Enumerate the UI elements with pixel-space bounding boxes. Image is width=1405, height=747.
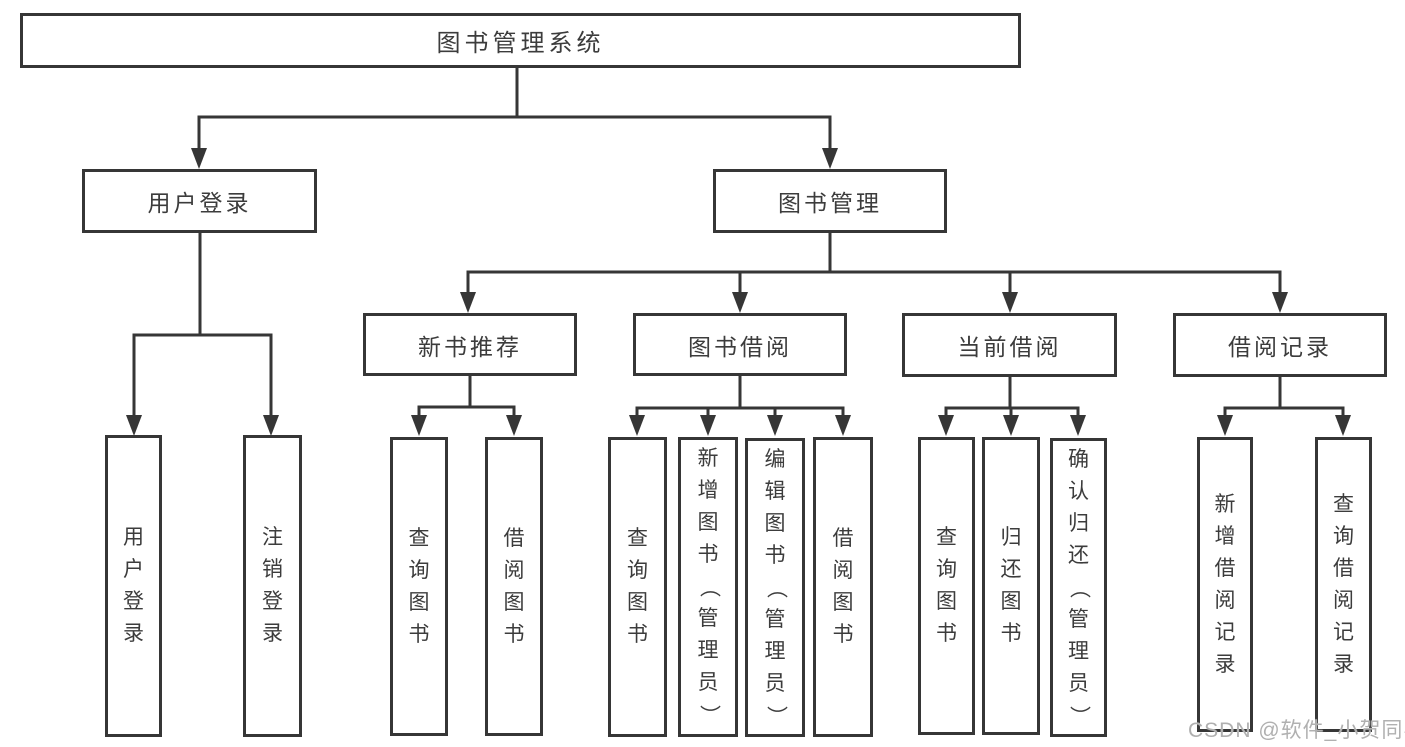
arrowhead (1217, 415, 1233, 436)
leaf-borrow-books-recommend: 借阅图书 (485, 437, 543, 736)
arrowhead (126, 415, 142, 436)
leaf-add-books-admin: 新增图书（管理员） (678, 437, 738, 737)
node-book-borrowing: 图书借阅 (633, 313, 847, 376)
leaf-query-books-current: 查询图书 (918, 437, 975, 735)
leaf-label: 归还图书 (1000, 526, 1022, 645)
arrowhead (629, 415, 645, 436)
arrowhead (506, 415, 522, 436)
arrowhead (767, 415, 783, 436)
arrowhead (191, 148, 207, 169)
node-library-management-system: 图书管理系统 (20, 13, 1021, 68)
leaf-label: 借阅图书 (832, 527, 854, 646)
leaf-label: 用户登录 (123, 526, 144, 645)
leaf-label: 查询图书 (936, 526, 957, 645)
leaf-edit-books-admin: 编辑图书（管理员） (745, 438, 805, 737)
arrowhead (822, 148, 838, 169)
leaf-label: 新增借阅记录 (1214, 492, 1236, 676)
node-borrowing-records: 借阅记录 (1173, 313, 1387, 377)
arrowhead (1003, 415, 1019, 436)
leaf-add-borrow-record: 新增借阅记录 (1197, 437, 1253, 732)
leaf-query-books-borrowing: 查询图书 (608, 437, 667, 737)
leaf-label: 确认归还（管理员） (1067, 447, 1091, 727)
leaf-logout: 注销登录 (243, 435, 302, 737)
leaf-return-books: 归还图书 (982, 437, 1040, 735)
arrowhead (1070, 415, 1086, 436)
arrowhead (1272, 292, 1288, 313)
arrowhead (263, 415, 279, 436)
leaf-borrow-books-borrowing: 借阅图书 (813, 437, 873, 737)
leaf-confirm-return-admin: 确认归还（管理员） (1050, 438, 1107, 737)
leaf-label: 新增图书（管理员） (697, 447, 720, 726)
node-current-borrowing: 当前借阅 (902, 313, 1117, 377)
leaf-label: 编辑图书（管理员） (764, 447, 787, 727)
node-book-management: 图书管理 (713, 169, 947, 233)
arrowhead (700, 415, 716, 436)
arrowhead (1335, 415, 1351, 436)
node-new-book-recommendation: 新书推荐 (363, 313, 577, 376)
arrowhead (411, 415, 427, 436)
watermark: CSDN @软件_小贺同学 (1188, 719, 1405, 742)
leaf-label: 注销登录 (262, 526, 283, 645)
node-user-login: 用户登录 (82, 169, 317, 233)
leaf-label: 查询图书 (408, 526, 430, 646)
arrowhead (938, 415, 954, 436)
leaf-user-login: 用户登录 (105, 435, 162, 737)
leaf-query-borrow-record: 查询借阅记录 (1315, 437, 1372, 732)
arrowhead (732, 292, 748, 313)
leaf-label: 查询图书 (627, 527, 648, 646)
arrowhead (460, 292, 476, 313)
leaf-label: 借阅图书 (503, 526, 525, 646)
leaf-query-books-recommend: 查询图书 (390, 437, 448, 736)
leaf-label: 查询借阅记录 (1333, 492, 1354, 676)
arrowhead (835, 415, 851, 436)
arrowhead (1002, 292, 1018, 313)
